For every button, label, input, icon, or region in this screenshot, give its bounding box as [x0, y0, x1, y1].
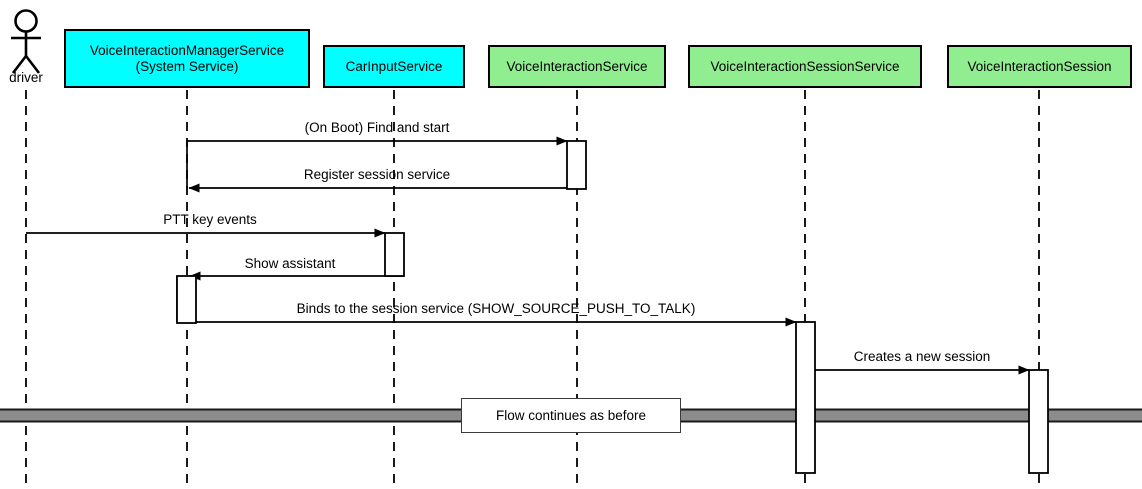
message-label-binds-to-the-session-service: Binds to the session service (SHOW_SOURC…: [296, 301, 696, 316]
participant-box-carinputservice[interactable]: CarInputService: [323, 45, 465, 88]
messages-group: [26, 136, 1030, 375]
message-label-show-assistant: Show assistant: [244, 256, 336, 271]
activation-bar-voiceinteractionsession: [1028, 369, 1049, 474]
activation-bar-voiceinteractionservice: [566, 140, 587, 190]
participant-label-voiceinteractionservice: VoiceInteractionService: [506, 58, 648, 74]
flow-divider-note: Flow continues as before: [461, 398, 681, 433]
message-label-creates-a-new-session: Creates a new session: [853, 349, 991, 364]
message-label-ptt-key-events: PTT key events: [163, 212, 257, 227]
actor-label-driver: driver: [9, 70, 43, 85]
activation-bars-group-front: [795, 321, 1049, 474]
participant-box-voiceinteractionsessionservice[interactable]: VoiceInteractionSessionService: [688, 45, 922, 88]
participant-label-carinputservice: CarInputService: [345, 58, 443, 74]
participant-label-voiceinteractionmanagerservice: VoiceInteractionManagerService (System S…: [89, 42, 285, 74]
participant-label-voiceinteractionsessionservice: VoiceInteractionSessionService: [710, 58, 900, 74]
activation-bar-carinputservice: [384, 232, 405, 277]
participant-box-voiceinteractionsession[interactable]: VoiceInteractionSession: [947, 45, 1132, 88]
flow-divider-note-label: Flow continues as before: [495, 408, 647, 423]
participant-box-voiceinteractionmanagerservice[interactable]: VoiceInteractionManagerService (System S…: [64, 29, 310, 88]
activation-bar-voiceinteractionsessionservice: [795, 321, 816, 474]
message-label-register-session-service: Register session service: [303, 167, 451, 182]
message-label-on-boot-find-and-start: (On Boot) Find and start: [304, 120, 450, 135]
participant-box-voiceinteractionservice[interactable]: VoiceInteractionService: [488, 45, 666, 88]
participant-label-voiceinteractionsession: VoiceInteractionSession: [967, 58, 1112, 74]
actor-driver-icon: [11, 9, 41, 74]
activation-bar-voiceinteractionmanagerservice: [176, 275, 197, 324]
activation-bars-group: [176, 140, 587, 324]
